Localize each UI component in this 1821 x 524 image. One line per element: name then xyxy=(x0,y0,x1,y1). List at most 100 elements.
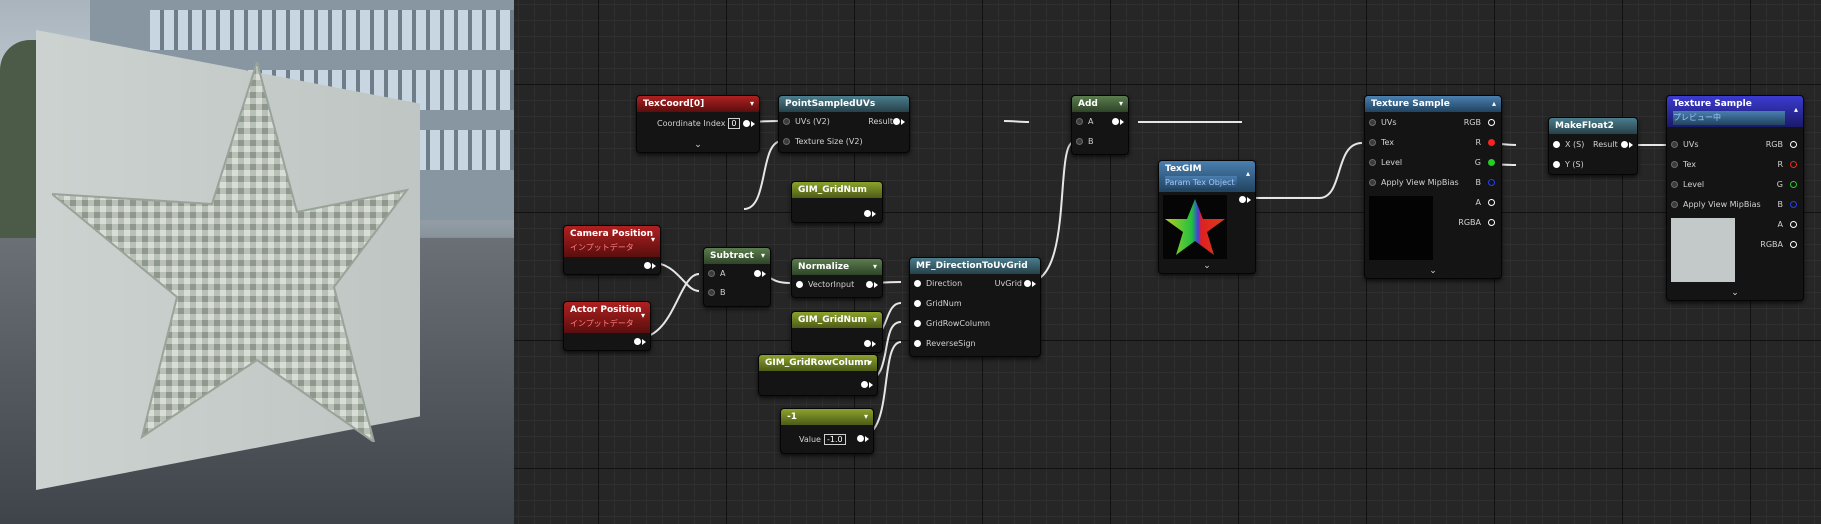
node-title: TexCoord[0] xyxy=(643,99,705,109)
node-header: GIM_GridRowColumn▾ xyxy=(759,355,877,371)
input-pin-texture-size[interactable] xyxy=(783,138,790,145)
node-mf-direction-to-uvgrid[interactable]: MF_DirectionToUvGrid Direction GridNum G… xyxy=(909,257,1041,357)
input-label-x: X (S) xyxy=(1565,140,1585,149)
chevron-down-icon[interactable]: ▾ xyxy=(760,251,765,260)
output-pin-rgb[interactable] xyxy=(1790,141,1797,148)
input-pin-a[interactable] xyxy=(708,270,715,277)
coordinate-index-label: Coordinate Index xyxy=(657,119,726,128)
output-pin-uvgrid[interactable] xyxy=(1024,280,1031,287)
input-pin-b[interactable] xyxy=(708,289,715,296)
output-pin-r[interactable] xyxy=(1790,161,1797,168)
input-label-b: B xyxy=(1088,137,1094,146)
chevron-up-icon[interactable]: ▴ xyxy=(1793,105,1798,114)
input-pin-a[interactable] xyxy=(1076,118,1083,125)
input-label-uvs: UVs xyxy=(1381,118,1397,127)
preview-viewport[interactable] xyxy=(0,0,514,524)
input-pin-level[interactable] xyxy=(1369,159,1376,166)
input-pin-y[interactable] xyxy=(1553,161,1560,168)
node-gim-gridrowcolumn[interactable]: GIM_GridRowColumn▾ xyxy=(758,354,878,396)
input-label-a: A xyxy=(1088,117,1094,126)
input-pin-x[interactable] xyxy=(1553,141,1560,148)
texture-preview xyxy=(1369,196,1433,260)
input-label-tex: Tex xyxy=(1683,160,1697,169)
node-header: PointSampledUVs xyxy=(779,96,909,112)
output-pin-b[interactable] xyxy=(1790,201,1797,208)
expand-icon[interactable]: ⌄ xyxy=(1203,261,1211,271)
input-pin-uvs[interactable] xyxy=(1671,141,1678,148)
node-normalize[interactable]: Normalize▾ VectorInput xyxy=(791,258,883,298)
input-pin-tex[interactable] xyxy=(1369,139,1376,146)
output-pin[interactable] xyxy=(864,340,871,347)
output-pin[interactable] xyxy=(743,120,750,127)
input-pin-gridrowcolumn[interactable] xyxy=(914,320,921,327)
output-pin-result[interactable] xyxy=(1621,141,1628,148)
output-pin-a[interactable] xyxy=(1488,199,1495,206)
node-header: MakeFloat2 xyxy=(1549,118,1637,134)
input-label-level: Level xyxy=(1381,158,1403,167)
node-makefloat2[interactable]: MakeFloat2 X (S) Y (S) Result xyxy=(1548,117,1638,175)
chevron-down-icon[interactable]: ▾ xyxy=(640,311,645,320)
chevron-down-icon[interactable]: ▾ xyxy=(867,358,872,367)
node-texture-sample[interactable]: Texture Sample▴ UVs Tex Level Apply View… xyxy=(1364,95,1502,279)
output-pin-g[interactable] xyxy=(1488,159,1495,166)
output-pin-g[interactable] xyxy=(1790,181,1797,188)
chevron-down-icon[interactable]: ▾ xyxy=(749,99,754,108)
output-pin[interactable] xyxy=(644,262,651,269)
output-pin-b[interactable] xyxy=(1488,179,1495,186)
input-pin-vector[interactable] xyxy=(796,281,803,288)
output-pin-a[interactable] xyxy=(1790,221,1797,228)
output-pin[interactable] xyxy=(634,338,641,345)
value-input[interactable]: -1.0 xyxy=(823,434,846,445)
node-title: Texture Sample xyxy=(1673,99,1752,109)
output-pin-rgba[interactable] xyxy=(1488,219,1495,226)
output-pin[interactable] xyxy=(1239,196,1246,203)
node-constant-neg1[interactable]: -1▾ Value-1.0 xyxy=(780,408,874,454)
chevron-down-icon[interactable]: ▾ xyxy=(872,262,877,271)
input-pin-level[interactable] xyxy=(1671,181,1678,188)
chevron-down-icon[interactable]: ▾ xyxy=(872,315,877,324)
input-pin-b[interactable] xyxy=(1076,138,1083,145)
input-pin-uvs[interactable] xyxy=(783,118,790,125)
output-pin[interactable] xyxy=(864,210,871,217)
input-pin-direction[interactable] xyxy=(914,280,921,287)
output-pin[interactable] xyxy=(754,270,761,277)
node-gim-gridnum[interactable]: GIM_GridNum ▾ xyxy=(791,311,883,353)
node-title: -1 xyxy=(787,412,797,422)
expand-icon[interactable]: ⌄ xyxy=(1731,288,1739,298)
output-pin-result[interactable] xyxy=(893,118,900,125)
node-subtract[interactable]: Subtract▾ A B xyxy=(703,247,771,307)
output-pin-rgba[interactable] xyxy=(1790,241,1797,248)
input-pin-uvs[interactable] xyxy=(1369,119,1376,126)
node-gim-gridnum[interactable]: GIM_GridNum xyxy=(791,181,883,223)
chevron-down-icon[interactable]: ▾ xyxy=(863,412,868,421)
expand-icon[interactable]: ⌄ xyxy=(1429,266,1437,276)
output-pin-r[interactable] xyxy=(1488,139,1495,146)
coordinate-index-input[interactable]: 0 xyxy=(728,118,740,129)
node-title: GIM_GridNum xyxy=(798,315,867,325)
input-pin-gridnum[interactable] xyxy=(914,300,921,307)
input-pin-tex[interactable] xyxy=(1671,161,1678,168)
node-pointsampled-uvs[interactable]: PointSampledUVs UVs (V2) Texture Size (V… xyxy=(778,95,910,153)
output-pin-rgb[interactable] xyxy=(1488,119,1495,126)
input-pin-reversesign[interactable] xyxy=(914,340,921,347)
node-header: GIM_GridNum ▾ xyxy=(792,312,882,328)
output-pin[interactable] xyxy=(861,381,868,388)
output-pin[interactable] xyxy=(1112,118,1119,125)
node-add[interactable]: Add▾ A B xyxy=(1071,95,1129,155)
chevron-down-icon[interactable]: ▾ xyxy=(650,235,655,244)
input-pin-mipbias[interactable] xyxy=(1671,201,1678,208)
output-pin[interactable] xyxy=(857,435,864,442)
output-pin[interactable] xyxy=(866,281,873,288)
chevron-up-icon[interactable]: ▴ xyxy=(1245,169,1250,178)
chevron-down-icon[interactable]: ▾ xyxy=(1118,99,1123,108)
expand-icon[interactable]: ⌄ xyxy=(694,140,702,150)
chevron-up-icon[interactable]: ▴ xyxy=(1491,99,1496,108)
input-pin-mipbias[interactable] xyxy=(1369,179,1376,186)
wire-texgim-to-tex xyxy=(1243,142,1363,200)
